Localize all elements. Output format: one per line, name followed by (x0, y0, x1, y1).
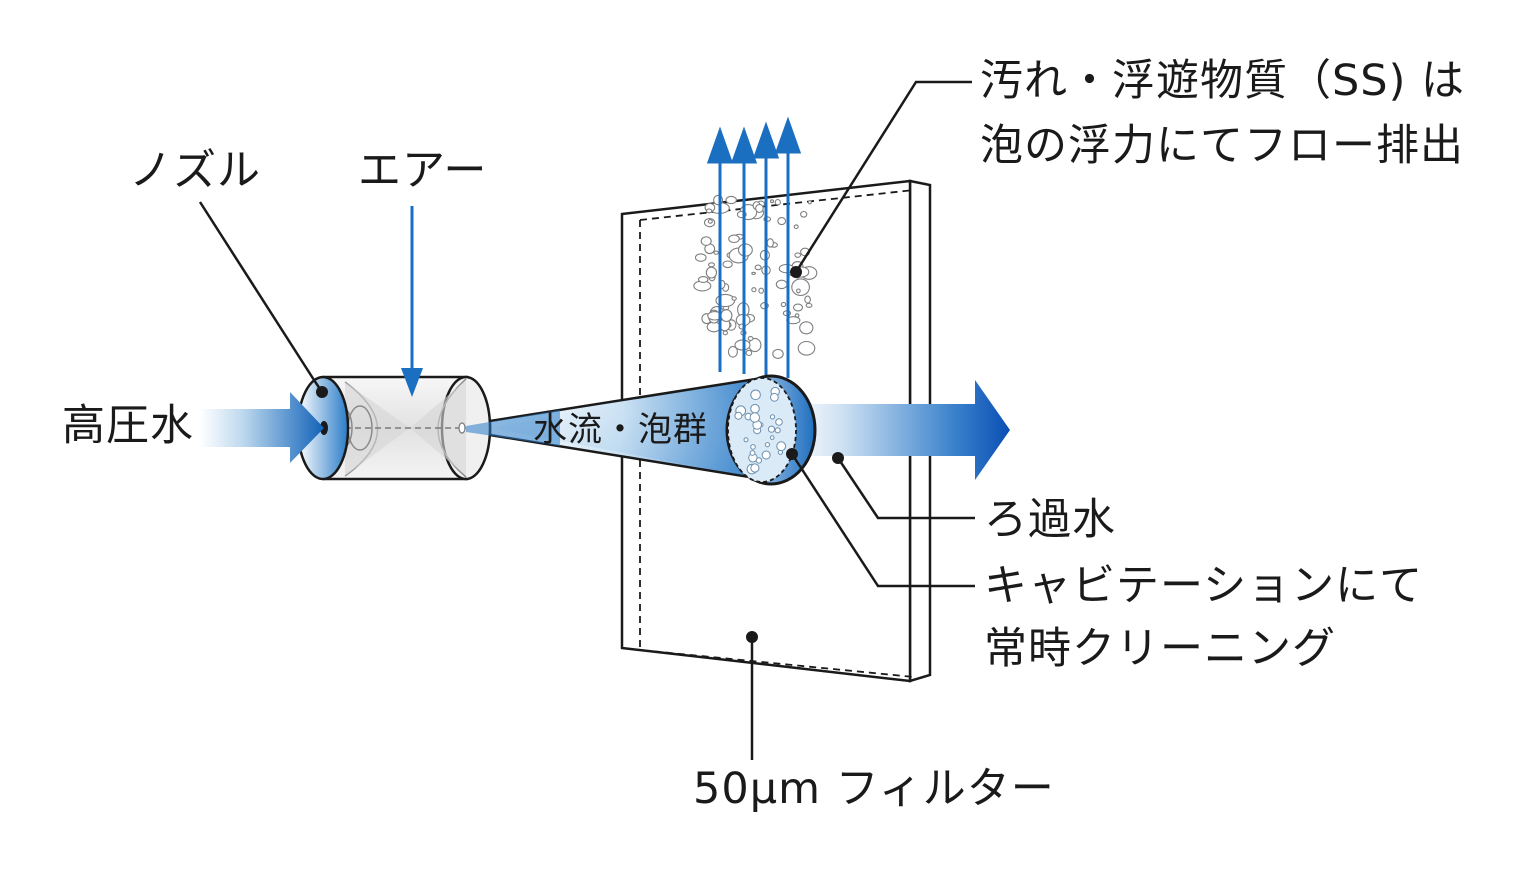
bubble (769, 414, 776, 420)
bubble (743, 437, 749, 443)
bubble (734, 411, 743, 420)
ss-discharge-label-line2: 泡の浮力にてフロー排出 (980, 121, 1464, 171)
bubble (775, 418, 783, 426)
cavitation-label-line2: 常時クリーニング (984, 624, 1336, 674)
bubble (758, 287, 765, 294)
bubble (792, 303, 804, 312)
air-label: エアー (358, 146, 488, 196)
filtered-water-label: ろ過水 (984, 495, 1116, 545)
bubble (745, 349, 753, 357)
bubble (694, 253, 707, 262)
bubble (713, 250, 719, 255)
leader-lines (198, 80, 975, 760)
bubble (705, 208, 713, 214)
bubble (793, 224, 799, 230)
bubble (725, 195, 737, 205)
bubble (764, 442, 771, 448)
bubble (750, 403, 760, 414)
bubble (769, 199, 775, 204)
bubble (766, 238, 774, 248)
bubble (754, 264, 762, 271)
bubble (775, 279, 788, 290)
bubble (707, 219, 713, 224)
cavitation-label-line1: キャビテーションにて (984, 561, 1424, 611)
leader-dots (316, 266, 844, 643)
bubble (797, 340, 816, 356)
bubble (749, 412, 760, 423)
bubble (750, 389, 761, 401)
bubble (772, 348, 784, 359)
bubble (731, 296, 737, 301)
bubble (750, 444, 756, 450)
bubble (708, 262, 715, 268)
jet-stream (466, 410, 560, 446)
cone-label: 水流・泡群 (533, 410, 708, 450)
bubble (747, 336, 754, 341)
bubble (700, 236, 712, 246)
bubble (722, 330, 728, 336)
ss-discharge-label-line1: 汚れ・浮遊物質（SS) は (980, 56, 1466, 106)
upward-flow-arrows (706, 116, 802, 378)
bubble (728, 234, 740, 244)
bubble (780, 301, 787, 308)
bubble (727, 345, 738, 358)
bubble (774, 427, 781, 434)
bubble (751, 271, 756, 276)
bubble (767, 425, 776, 433)
cone-end-disc (725, 374, 817, 486)
bubble (776, 441, 787, 452)
bubble (770, 392, 779, 402)
bubble (805, 302, 813, 308)
high-pressure-arrow (200, 392, 324, 463)
bubble (755, 457, 763, 464)
bubble (794, 252, 802, 258)
bubble (761, 450, 771, 460)
bubble (750, 463, 760, 473)
bubble (722, 260, 733, 269)
nozzle-label: ノズル (129, 146, 261, 196)
bubble (755, 203, 764, 213)
bubble (751, 287, 757, 293)
filter-label: 50μm フィルター (693, 764, 1055, 814)
bubble (799, 321, 814, 335)
bubble (796, 288, 801, 294)
bubble (800, 210, 808, 218)
air-arrow (401, 206, 423, 397)
bubble (769, 435, 775, 440)
bubble (774, 199, 781, 206)
bubble (705, 266, 718, 279)
bubble (777, 217, 787, 226)
bubble (807, 200, 812, 205)
high-pressure-water-label: 高圧水 (62, 401, 194, 451)
bubble (697, 276, 709, 283)
bubble (804, 295, 811, 304)
bubble (749, 450, 756, 456)
bubble (791, 278, 810, 297)
bubble (720, 309, 733, 323)
